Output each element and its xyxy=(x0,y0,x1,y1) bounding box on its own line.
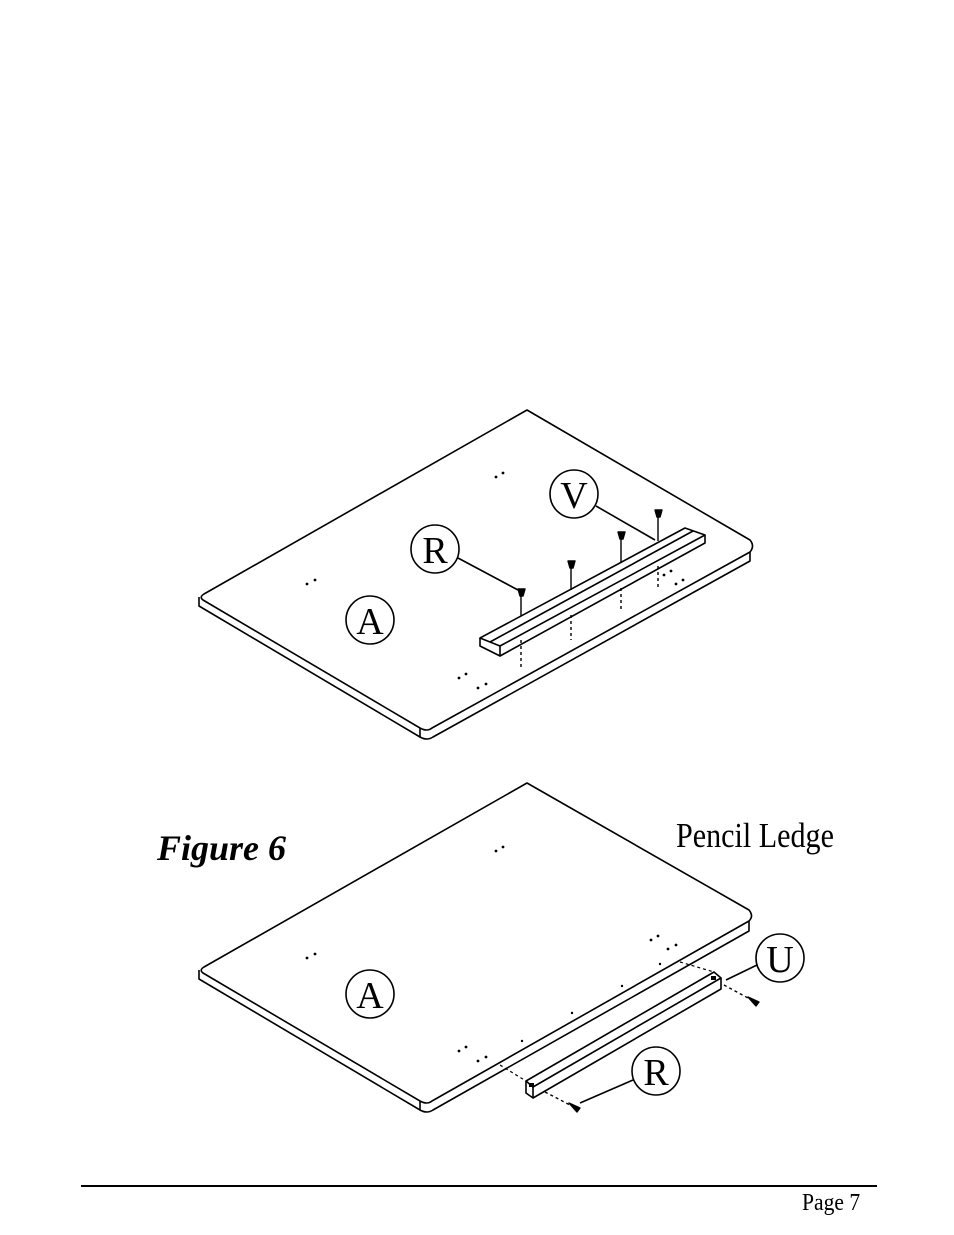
figure-title: Figure 6 xyxy=(157,830,286,866)
bottom-callout-u: U xyxy=(766,939,793,981)
footer-divider xyxy=(81,1185,877,1187)
bottom-ledge-rail xyxy=(526,972,721,1087)
top-panel-face xyxy=(201,410,752,730)
top-diagram xyxy=(199,410,753,739)
figure-subtitle: Pencil Ledge xyxy=(676,818,834,853)
top-callout-r: R xyxy=(422,530,448,572)
bottom-callout-r: R xyxy=(643,1052,669,1094)
top-screws xyxy=(518,510,662,668)
top-callout-v: V xyxy=(560,475,588,517)
page-number: Page 7 xyxy=(802,1191,860,1215)
top-callout-a: A xyxy=(356,601,384,643)
bottom-callout-a: A xyxy=(356,975,384,1017)
